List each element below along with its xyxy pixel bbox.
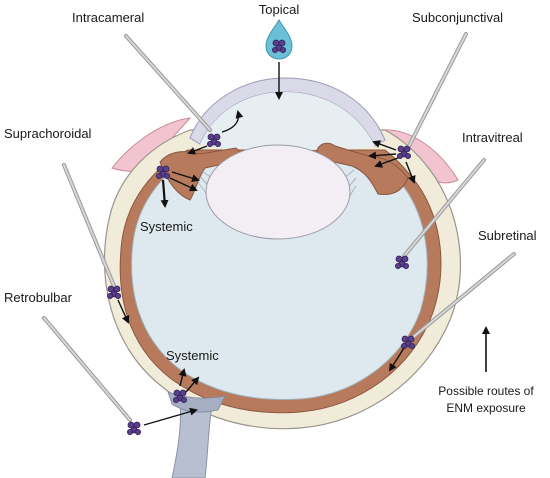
label-intracameral: Intracameral [72,10,144,25]
syringe-needle-icon [42,32,516,422]
label-retrobulbar: Retrobulbar [4,290,73,305]
arrow-icon [117,62,490,426]
label-suprachoroidal: Suprachoroidal [4,126,92,141]
eye-drop-icon [265,19,293,60]
legend-line-2: ENM exposure [446,401,526,415]
label-systemic-upper: Systemic [140,219,193,234]
anterior-chamber [200,92,375,150]
label-systemic-lower: Systemic [166,348,219,363]
label-subretinal: Subretinal [478,228,537,243]
vitreous-chamber [131,157,428,400]
label-topical: Topical [259,2,300,17]
label-intravitreal: Intravitreal [462,130,523,145]
optic-nerve [171,399,213,478]
legend-line-1: Possible routes of [438,384,534,398]
lens [205,144,351,240]
label-subconjunctival: Subconjunctival [412,10,503,25]
